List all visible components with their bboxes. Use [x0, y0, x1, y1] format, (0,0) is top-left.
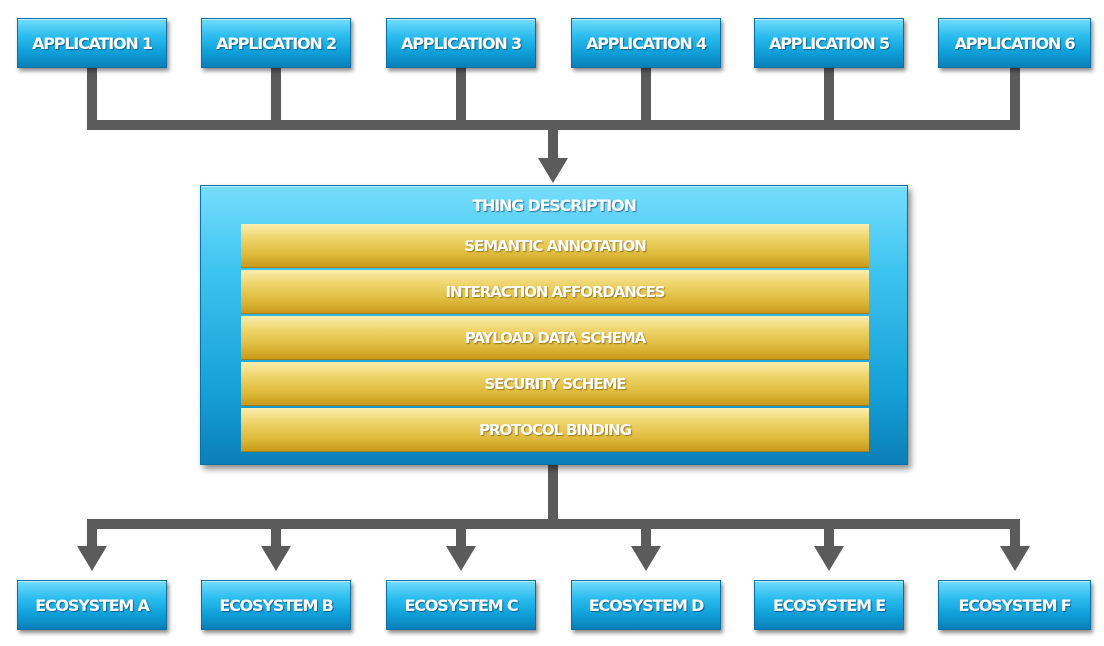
application-5-box: APPLICATION 5 — [754, 18, 904, 68]
layer-protocol-binding: PROTOCOL BINDING — [241, 408, 869, 452]
application-4-box: APPLICATION 4 — [571, 18, 721, 68]
ecosystem-e-box: ECOSYSTEM E — [754, 580, 904, 630]
thing-description-title: THING DESCRIPTION — [472, 196, 636, 215]
ecosystem-f-box: ECOSYSTEM F — [938, 580, 1091, 630]
eco-f-arrowhead — [1000, 546, 1030, 571]
application-1-box: APPLICATION 1 — [17, 18, 167, 68]
ecosystem-b-box: ECOSYSTEM B — [201, 580, 351, 630]
eco-e-arrowhead — [814, 546, 844, 571]
layer-security-scheme: SECURITY SCHEME — [241, 362, 869, 406]
eco-b-arrowhead — [261, 546, 291, 571]
ecosystem-a-box: ECOSYSTEM A — [17, 580, 167, 630]
eco-c-arrowhead — [446, 546, 476, 571]
thing-description-box: THING DESCRIPTION SEMANTIC ANNOTATION IN… — [200, 185, 908, 465]
layer-payload-data-schema: PAYLOAD DATA SCHEMA — [241, 316, 869, 360]
application-2-box: APPLICATION 2 — [201, 18, 351, 68]
ecosystem-c-box: ECOSYSTEM C — [386, 580, 536, 630]
application-3-box: APPLICATION 3 — [386, 18, 536, 68]
ecosystem-d-box: ECOSYSTEM D — [571, 580, 721, 630]
layer-interaction-affordances: INTERACTION AFFORDANCES — [241, 270, 869, 314]
thing-description-arrowhead — [538, 158, 568, 183]
eco-d-arrowhead — [631, 546, 661, 571]
application-6-box: APPLICATION 6 — [938, 18, 1091, 68]
layer-semantic-annotation: SEMANTIC ANNOTATION — [241, 224, 869, 268]
eco-a-arrowhead — [77, 546, 107, 571]
